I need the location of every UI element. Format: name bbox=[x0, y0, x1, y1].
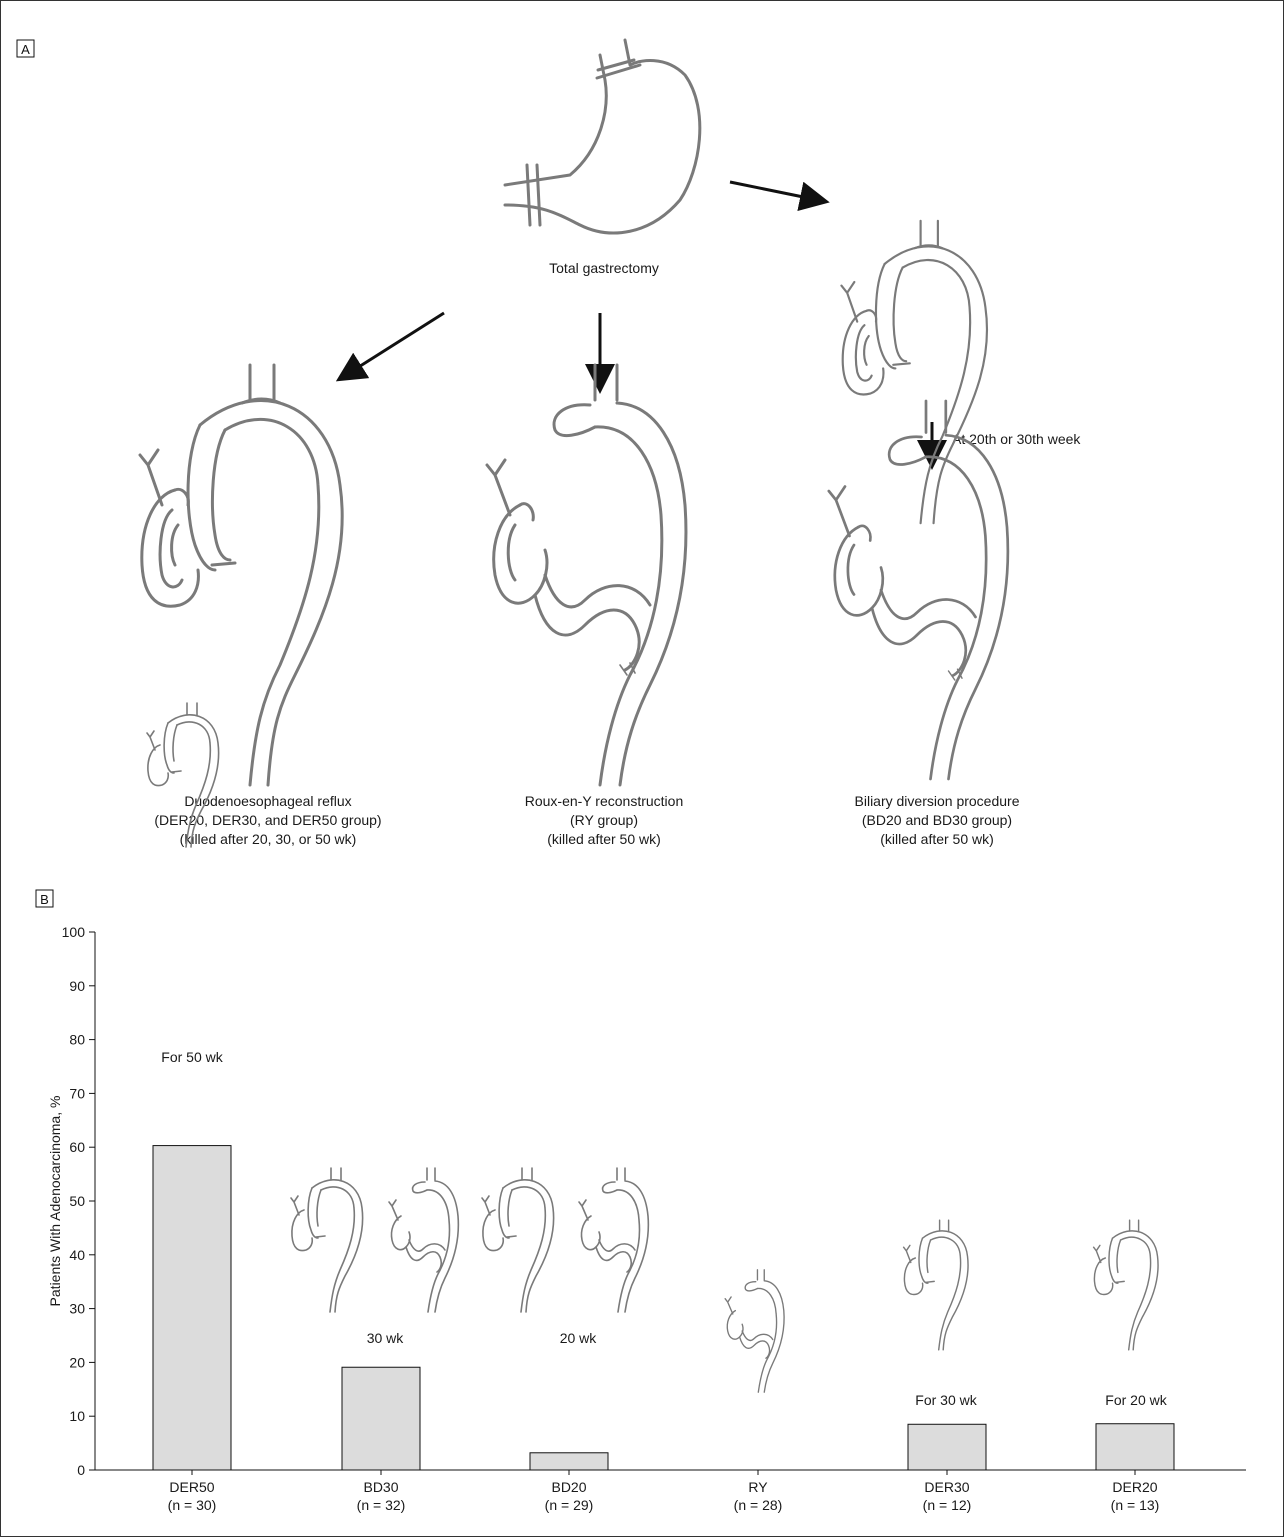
annotation-for-30wk: For 30 wk bbox=[915, 1392, 977, 1408]
x-tick-sublabel: (n = 29) bbox=[545, 1497, 594, 1513]
x-tick-label: BD30 bbox=[363, 1479, 398, 1495]
panel-b-label: B bbox=[40, 892, 49, 907]
der-caption: Duodenoesophageal reflux (DER20, DER30, … bbox=[154, 793, 381, 847]
ry-drawing bbox=[487, 365, 686, 785]
x-tick-label: DER50 bbox=[169, 1479, 214, 1495]
bar-der30 bbox=[908, 1424, 986, 1470]
der30-icon bbox=[904, 1220, 968, 1350]
bd-caption-line1: Biliary diversion procedure bbox=[855, 793, 1020, 809]
y-axis-label: Patients With Adenocarcinoma, % bbox=[47, 1096, 63, 1307]
total-gastrectomy-caption: Total gastrectomy bbox=[549, 260, 659, 276]
x-tick-label: DER30 bbox=[924, 1479, 969, 1495]
y-ticks: 0 10 20 30 40 50 60 70 80 90 100 bbox=[62, 924, 95, 1478]
bd-caption-line2: (BD20 and BD30 group) bbox=[862, 812, 1012, 828]
y-tick-label: 40 bbox=[69, 1247, 85, 1263]
annotation-for-50wk: For 50 wk bbox=[161, 1049, 223, 1065]
ry-caption-line1: Roux-en-Y reconstruction bbox=[525, 793, 683, 809]
ry-caption-line3: (killed after 50 wk) bbox=[547, 831, 661, 847]
x-tick-sublabel: (n = 28) bbox=[734, 1497, 783, 1513]
bar-bd30 bbox=[342, 1367, 420, 1470]
annotation-for-20wk: For 20 wk bbox=[1105, 1392, 1167, 1408]
y-tick-label: 100 bbox=[62, 924, 86, 940]
bd-initial-der-drawing bbox=[841, 221, 987, 523]
bd30-der-icon bbox=[291, 1168, 363, 1312]
der20-icon bbox=[1094, 1220, 1158, 1350]
x-tick-label: DER20 bbox=[1112, 1479, 1157, 1495]
x-tick-sublabel: (n = 12) bbox=[923, 1497, 972, 1513]
bd-caption-line3: (killed after 50 wk) bbox=[880, 831, 994, 847]
y-tick-label: 30 bbox=[69, 1301, 85, 1317]
annotation-20wk: 20 wk bbox=[560, 1330, 598, 1346]
ry-caption: Roux-en-Y reconstruction (RY group) (kil… bbox=[525, 793, 683, 847]
ry-caption-line2: (RY group) bbox=[570, 812, 638, 828]
annotation-30wk: 30 wk bbox=[367, 1330, 405, 1346]
bar-der20 bbox=[1096, 1424, 1174, 1470]
der-caption-line2: (DER20, DER30, and DER50 group) bbox=[154, 812, 381, 828]
y-tick-label: 80 bbox=[69, 1032, 85, 1048]
bars bbox=[153, 1146, 1174, 1470]
x-tick-sublabel: (n = 13) bbox=[1111, 1497, 1160, 1513]
x-tick-label: RY bbox=[748, 1479, 768, 1495]
bar-bd20 bbox=[530, 1453, 608, 1470]
y-tick-label: 50 bbox=[69, 1193, 85, 1209]
x-tick-sublabel: (n = 32) bbox=[357, 1497, 406, 1513]
arrow-to-bd bbox=[730, 182, 818, 200]
y-tick-label: 20 bbox=[69, 1354, 85, 1370]
y-tick-label: 90 bbox=[69, 978, 85, 994]
bd20-ry-icon bbox=[579, 1168, 648, 1312]
der-caption-line3: (killed after 20, 30, or 50 wk) bbox=[180, 831, 357, 847]
bd-caption: Biliary diversion procedure (BD20 and BD… bbox=[855, 793, 1020, 847]
x-labels: DER50 (n = 30) BD30 (n = 32) BD20 (n = 29) RY (… bbox=[168, 1470, 1160, 1513]
y-tick-label: 0 bbox=[77, 1462, 85, 1478]
bd20-der-icon bbox=[482, 1168, 554, 1312]
y-tick-label: 60 bbox=[69, 1139, 85, 1155]
panel-a-label: A bbox=[21, 42, 30, 57]
x-tick-label: BD20 bbox=[551, 1479, 586, 1495]
y-tick-label: 10 bbox=[69, 1408, 85, 1424]
bar-der50 bbox=[153, 1146, 231, 1470]
stomach-illustration bbox=[505, 40, 700, 233]
arrow-to-der bbox=[346, 313, 444, 375]
y-tick-label: 70 bbox=[69, 1085, 85, 1101]
bd30-ry-icon bbox=[389, 1168, 458, 1312]
bd-final-ry-drawing bbox=[829, 401, 1008, 779]
x-tick-sublabel: (n = 30) bbox=[168, 1497, 217, 1513]
ry-icon bbox=[725, 1270, 784, 1392]
